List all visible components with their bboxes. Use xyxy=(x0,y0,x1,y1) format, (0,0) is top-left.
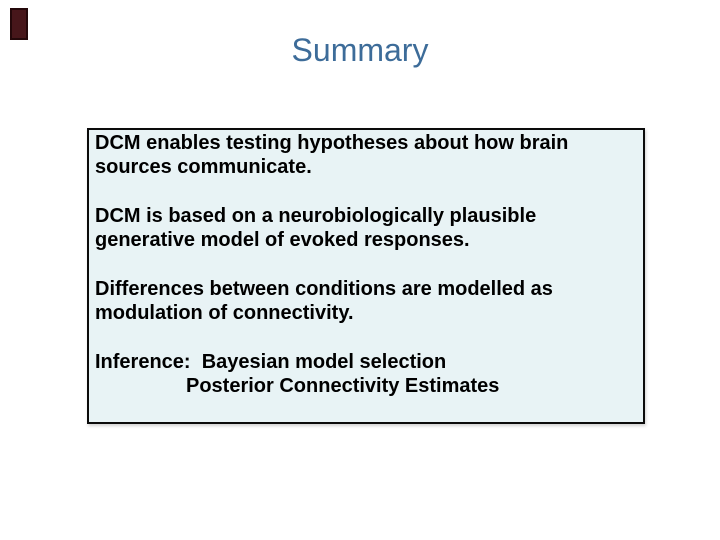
slide-title: Summary xyxy=(291,32,429,68)
text-line: Differences between conditions are model… xyxy=(95,278,553,300)
summary-box: DCM enables testing hypotheses about how… xyxy=(87,128,645,424)
text-line: Inference: Bayesian model selection xyxy=(95,351,447,373)
corner-decoration xyxy=(10,8,28,40)
paragraph-dcm-hypotheses: DCM enables testing hypotheses about how… xyxy=(95,131,637,179)
text-line: Posterior Connectivity Estimates xyxy=(186,375,500,397)
text-line: modulation of connectivity. xyxy=(95,302,354,324)
text-line: sources communicate. xyxy=(95,156,312,178)
text-line: DCM is based on a neurobiologically plau… xyxy=(95,205,537,227)
paragraph-inference: Inference: Bayesian model selection Post… xyxy=(95,350,637,398)
paragraph-condition-differences: Differences between conditions are model… xyxy=(95,277,637,325)
paragraph-generative-model: DCM is based on a neurobiologically plau… xyxy=(95,204,637,252)
text-line: DCM enables testing hypotheses about how… xyxy=(95,132,569,154)
text-line: generative model of evoked responses. xyxy=(95,229,470,251)
